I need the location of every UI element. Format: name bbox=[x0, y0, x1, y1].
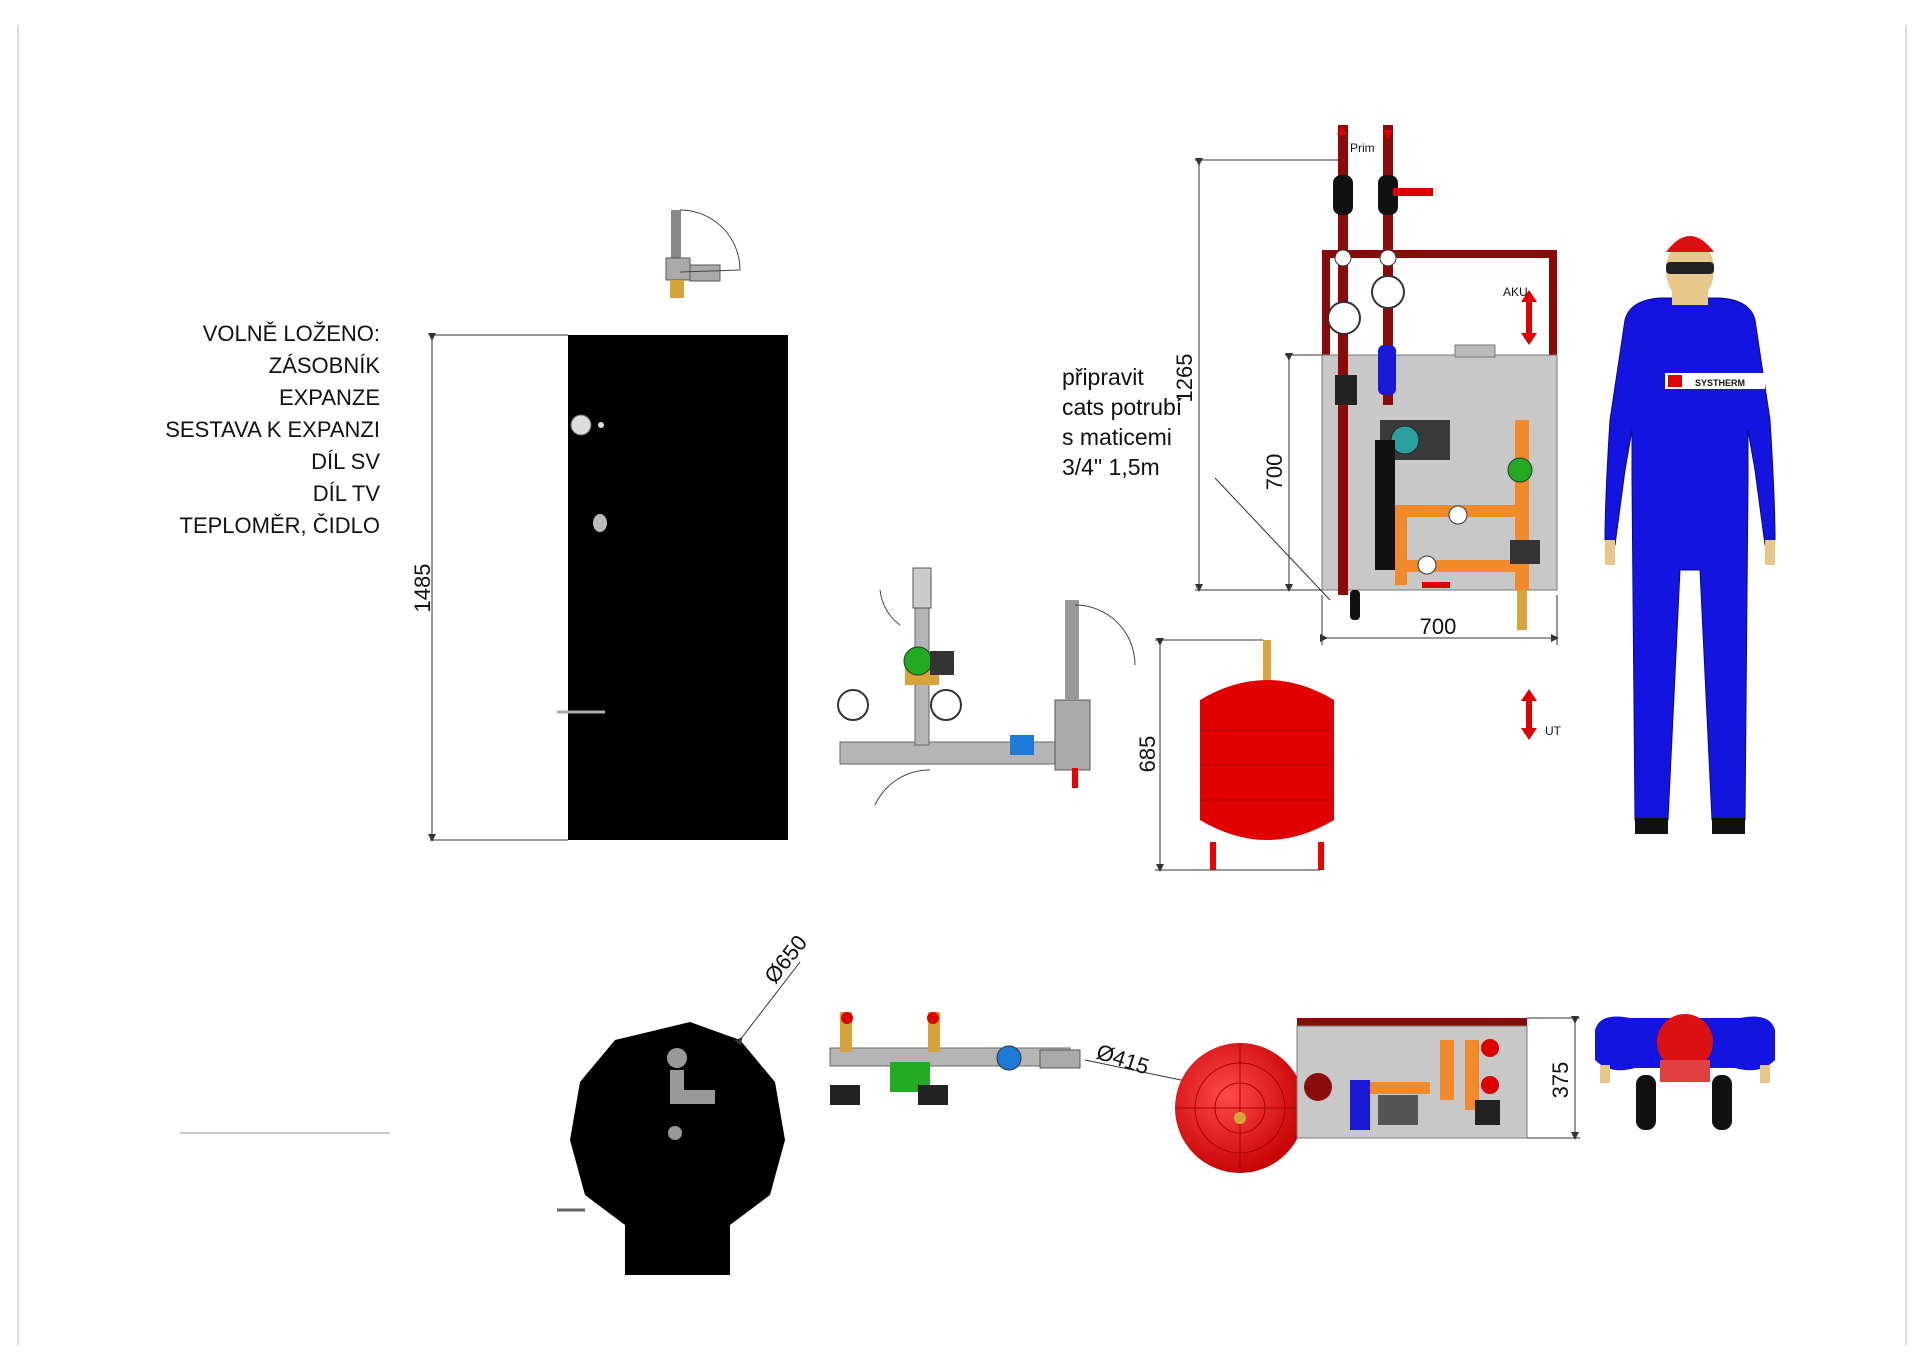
dim-700-horizontal: 700 bbox=[1420, 614, 1457, 639]
note-line: cats potrubí bbox=[1062, 394, 1183, 420]
storage-tank-front bbox=[557, 209, 788, 840]
pump-assembly-top bbox=[829, 1012, 1081, 1105]
dimension-station-depth: 375 bbox=[1527, 1016, 1580, 1140]
note-leader-line bbox=[1214, 477, 1331, 601]
expansion-vessel-front bbox=[1200, 640, 1334, 870]
worker-figure-front: SYSTHERM bbox=[1604, 236, 1776, 834]
dim-685: 685 bbox=[1135, 736, 1160, 773]
note-line: s maticemi bbox=[1062, 424, 1172, 450]
list-item: DÍL SV bbox=[311, 449, 380, 474]
dimension-tank-diameter: Ø650 bbox=[734, 930, 812, 1046]
dim-375: 375 bbox=[1548, 1062, 1573, 1099]
component-list: VOLNĚ LOŽENO: ZÁSOBNÍK EXPANZE SESTAVA K… bbox=[150, 318, 380, 542]
heat-station-top bbox=[1296, 1018, 1528, 1139]
brand-logo-text: SYSTHERM bbox=[1695, 378, 1745, 388]
dim-1265: 1265 bbox=[1172, 354, 1197, 403]
heat-station-front bbox=[1321, 125, 1558, 630]
flow-arrows bbox=[1337, 125, 1537, 740]
note-line: připravit bbox=[1062, 364, 1144, 390]
dimension-tank-height: 1485 bbox=[410, 333, 568, 842]
dim-700-vertical: 700 bbox=[1262, 454, 1287, 491]
label-ut: UT bbox=[1545, 724, 1562, 738]
note-line: 3/4" 1,5m bbox=[1062, 454, 1160, 480]
list-item: VOLNĚ LOŽENO: bbox=[202, 321, 380, 346]
dimension-station-height: 1265 bbox=[1172, 158, 1340, 592]
list-item: SESTAVA K EXPANZI bbox=[165, 417, 380, 442]
label-aku: AKU bbox=[1503, 285, 1528, 299]
label-prim: Prim bbox=[1350, 141, 1375, 155]
pipe-note: připravit cats potrubí s maticemi 3/4" 1… bbox=[1062, 362, 1252, 482]
worker-figure-top bbox=[1595, 1014, 1775, 1130]
list-item: DÍL TV bbox=[312, 481, 380, 506]
expansion-vessel-top bbox=[1175, 1043, 1305, 1173]
storage-tank-top bbox=[557, 1022, 785, 1275]
dimension-station-width: 700 bbox=[1320, 595, 1559, 645]
dimension-expansion-height: 685 bbox=[1135, 638, 1320, 872]
dimension-station-inner: 700 bbox=[1262, 353, 1322, 592]
dim-415: Ø415 bbox=[1093, 1039, 1152, 1079]
dim-1485: 1485 bbox=[410, 564, 435, 613]
dim-650: Ø650 bbox=[759, 930, 812, 988]
list-item: ZÁSOBNÍK bbox=[268, 353, 380, 378]
list-item: EXPANZE bbox=[278, 385, 380, 410]
pump-assembly-front bbox=[837, 567, 1136, 806]
list-item: TEPLOMĚR, ČIDLO bbox=[179, 513, 380, 538]
